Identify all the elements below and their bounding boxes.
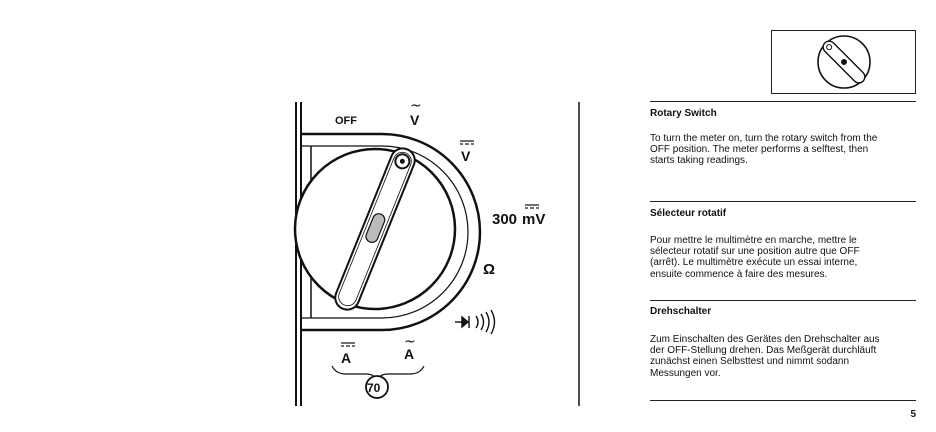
section-body-de: Zum Einschalten des Gerätes den Drehscha… (650, 334, 916, 379)
section-body-en: To turn the meter on, turn the rotary sw… (650, 133, 916, 167)
switch-housing-outer (301, 132, 482, 332)
text-line: ensuite commence à faire des mesures. (650, 268, 828, 280)
figure-number-circle (365, 375, 389, 399)
text-line: To turn the meter on, turn the rotary sw… (650, 133, 878, 144)
text-line: der OFF-Stellung drehen. Das Meßgerät du… (650, 345, 877, 357)
dc-bar-icon-a (341, 342, 355, 347)
section-divider-4 (650, 400, 916, 401)
text-line: Zum Einschalten des Gerätes den Drehscha… (650, 334, 880, 345)
ac-amp-label: A (404, 346, 414, 362)
text-line: Pour mettre le multimètre en marche, met… (650, 235, 857, 246)
section-body-fr: Pour mettre le multimètre en marche, met… (650, 235, 916, 280)
dc-bar-icon-mv (525, 204, 539, 209)
section-divider-1 (650, 101, 916, 102)
page-number: 5 (910, 409, 916, 420)
text-line: starts taking readings. (650, 155, 748, 167)
text-line: zunächst einen Selbsttest und nimmt soda… (650, 356, 850, 368)
dc-bar-icon-v (460, 140, 474, 145)
ac-amp-tilde: ~ (404, 334, 416, 350)
figure-number: 70 (367, 381, 381, 395)
ac-volt-label: V (410, 112, 420, 128)
off-label: OFF (335, 115, 357, 127)
section-title-en: Rotary Switch (650, 108, 717, 119)
text-line: (arrêt). Le multimètre exécute un essai … (650, 257, 858, 269)
diode-beep-icon (455, 309, 496, 335)
mv-unit: mV (522, 211, 545, 228)
ohm-label: Ω (483, 261, 495, 278)
section-title-de: Drehschalter (650, 306, 712, 317)
knob-pointer (334, 147, 416, 311)
text-line: sélecteur rotatif sur une position autre… (650, 246, 860, 258)
section-divider-3 (650, 300, 916, 301)
section-title-fr: Sélecteur rotatif (650, 208, 727, 219)
switch-housing-inner (301, 145, 469, 319)
text-line: OFF position. The meter performs a selft… (650, 144, 869, 156)
section-divider-2 (650, 201, 916, 202)
rotary-switch-diagram: OFF ~ V V 300 mV Ω A ~ A 70 (293, 98, 580, 406)
ac-volt-tilde: ~ (410, 98, 422, 114)
dc-amp-label: A (341, 350, 351, 366)
switch-thumbnail-box (771, 30, 916, 94)
mv-value: 300 (492, 211, 517, 228)
text-line: Messungen vor. (650, 367, 721, 379)
dc-volt-label: V (461, 148, 471, 164)
